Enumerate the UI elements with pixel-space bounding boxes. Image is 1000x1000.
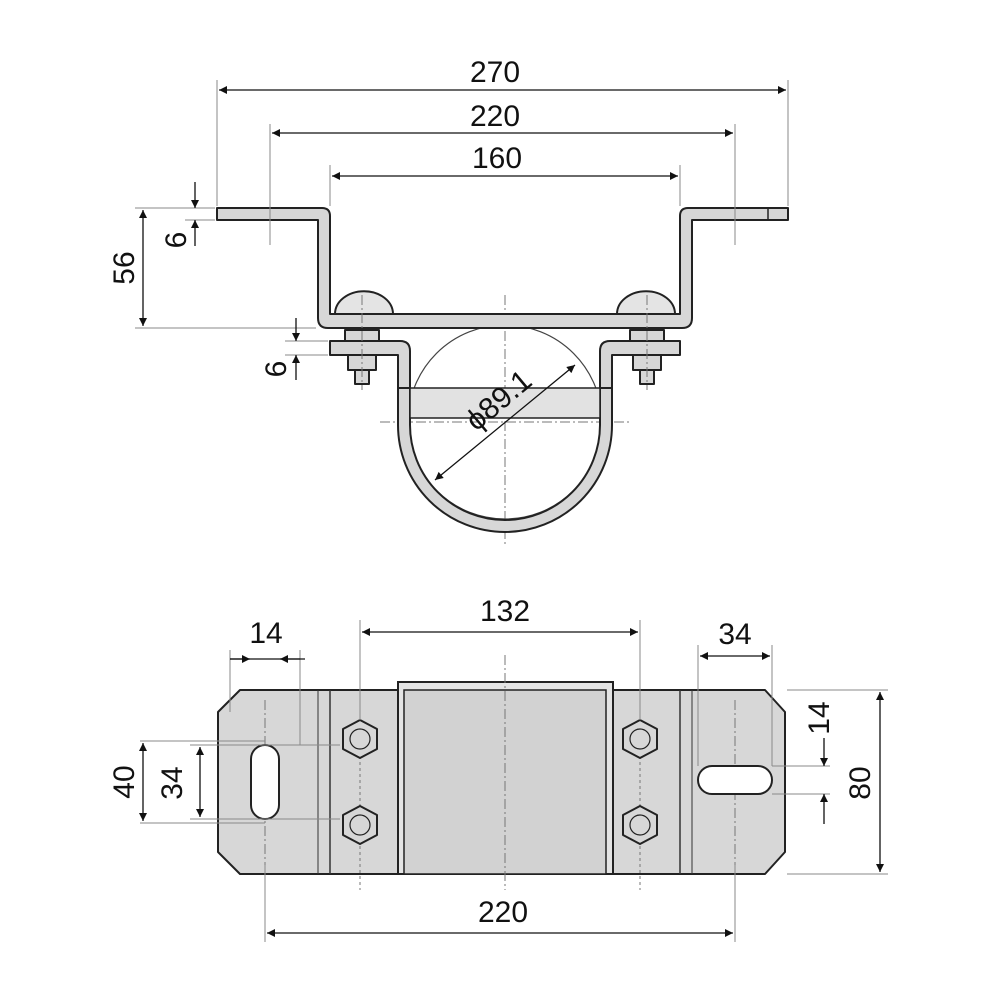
bolt-head-bottom-left: [342, 805, 378, 845]
dim-label-34-right: 34: [718, 618, 751, 651]
left-pad: [333, 290, 395, 315]
dim-label-132: 132: [480, 595, 530, 628]
front-view: 270 220 160 56 6 6 ϕ89.1: [108, 56, 789, 545]
dim-line-diameter: [434, 364, 576, 481]
right-pad: [615, 290, 677, 315]
top-view: 14 132 34 40 34 14 80 220: [108, 595, 888, 942]
dim-label-14-right: 14: [803, 701, 836, 734]
dim-label-56: 56: [108, 251, 141, 284]
left-slot: [250, 744, 280, 820]
bolt-head-top-right: [622, 719, 658, 759]
right-slot: [697, 765, 773, 795]
dim-label-80: 80: [844, 766, 877, 799]
bolt-head-bottom-right: [622, 805, 658, 845]
clamp-left-flange: [329, 340, 411, 389]
dim-label-220-top: 220: [470, 100, 520, 133]
dim-label-6-top: 6: [160, 232, 193, 249]
dim-label-40: 40: [108, 765, 141, 798]
top-bracket: [216, 207, 789, 329]
left-bolt: [344, 295, 380, 390]
right-bolt: [629, 295, 665, 390]
bolt-head-top-left: [342, 719, 378, 759]
dim-label-160: 160: [472, 142, 522, 175]
dim-label-34-left: 34: [156, 766, 189, 799]
dim-label-220-bottom: 220: [478, 896, 528, 929]
clamp-right-flange: [599, 340, 681, 389]
dim-label-6-clamp: 6: [260, 361, 293, 378]
dim-label-14-left: 14: [249, 617, 282, 650]
dim-label-270: 270: [470, 56, 520, 89]
